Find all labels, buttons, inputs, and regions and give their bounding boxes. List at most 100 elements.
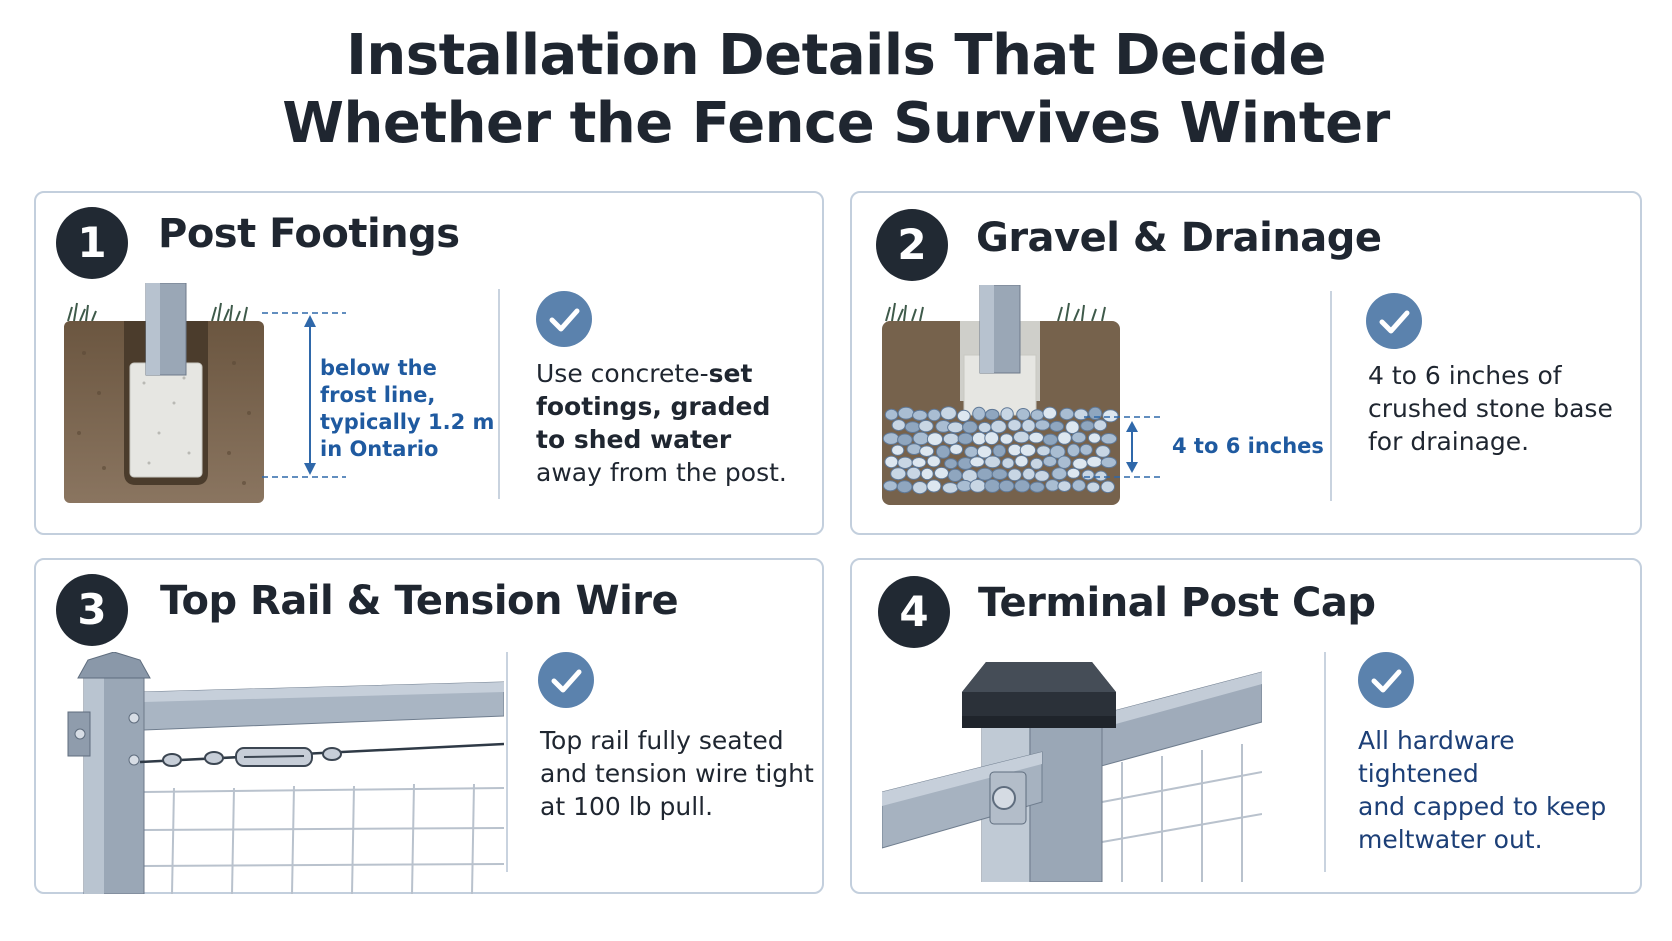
gravel-stone [1079, 443, 1093, 456]
panel-divider [506, 652, 508, 872]
gravel-stone [984, 455, 1001, 469]
desc-text: crushed stone base [1368, 394, 1613, 423]
gravel-stone [912, 481, 928, 495]
gravel-stone [1100, 433, 1118, 445]
gravel-stone [964, 445, 979, 458]
gravel-stone [1071, 431, 1087, 444]
gravel-stone [1059, 407, 1075, 421]
gravel-stone [884, 455, 899, 469]
annotation-line: frost line, [320, 383, 436, 407]
gravel-stone [1049, 444, 1066, 459]
desc-text: meltwater out. [1358, 825, 1543, 854]
gravel-stone [927, 408, 942, 422]
desc-text: and tension wire tight [540, 759, 814, 788]
gravel-stone [1029, 481, 1045, 493]
gravel-stone [1042, 406, 1058, 420]
gravel-stone [882, 480, 898, 492]
title-line-1: Installation Details That Decide [346, 23, 1326, 88]
gravel-stone [1100, 480, 1116, 494]
gravel-stone [976, 445, 993, 459]
step-number-badge: 3 [56, 574, 128, 646]
gravel-stone [1030, 409, 1045, 421]
gravel-stone [1014, 455, 1029, 468]
desc-text: and capped to keep [1358, 792, 1607, 821]
panel-title: Gravel & Drainage [976, 215, 1382, 261]
gravel-stone [1066, 467, 1081, 479]
gravel-stone [897, 433, 913, 446]
gravel-stone [1016, 407, 1031, 421]
gravel-stone [1094, 470, 1108, 482]
gravel-stone [992, 444, 1007, 458]
depth-dimension-arrow [262, 312, 346, 478]
gravel-stone [957, 432, 974, 445]
gravel-stone [912, 431, 930, 446]
desc-text: Top rail fully seated [540, 726, 784, 755]
gravel-stone [971, 431, 987, 446]
gravel-stone [1102, 409, 1119, 423]
gravel-stone [940, 406, 957, 421]
gravel-stone [882, 432, 900, 445]
step-number-badge: 1 [56, 207, 128, 279]
desc-emphasis: footings, graded [536, 392, 771, 421]
gravel-stone [1034, 419, 1051, 431]
gravel-stone [1014, 479, 1031, 493]
gravel-stone [1057, 480, 1072, 493]
gravel-stone [1028, 431, 1044, 444]
gravel-stone [897, 406, 915, 420]
checkmark-icon [1358, 652, 1414, 708]
gravel-stone [934, 466, 949, 480]
gravel-stone [1049, 420, 1065, 432]
gravel-stone [984, 431, 1000, 446]
gravel-stone [962, 420, 978, 434]
panel-divider [1330, 291, 1332, 501]
gravel-stone [1021, 419, 1036, 433]
gravel-stone [1057, 431, 1072, 445]
desc-emphasis: to shed water [536, 425, 732, 454]
gravel-stone [1095, 445, 1111, 458]
gravel-stone [912, 409, 928, 421]
gravel-stone [991, 468, 1008, 480]
gravel-stone [890, 467, 907, 481]
title-line-2: Whether the Fence Survives Winter [282, 91, 1390, 156]
step-number-badge: 4 [878, 576, 950, 648]
gravel-stone [969, 479, 986, 493]
gravel-stone [942, 482, 959, 494]
gravel-stone [985, 408, 1000, 421]
desc-text: 4 to 6 inches of [1368, 361, 1562, 390]
post-footing-illustration [64, 283, 264, 503]
gravel-stone [1019, 443, 1037, 457]
annotation-line: below the [320, 356, 437, 380]
gravel-stone [998, 479, 1015, 493]
gravel-stone [969, 456, 985, 468]
gravel-stone [926, 479, 942, 493]
gravel-stone [1100, 456, 1118, 469]
panel-divider [1324, 652, 1326, 872]
gravel-depth-arrow [1084, 416, 1162, 478]
gravel-stone [1022, 467, 1036, 481]
gravel-stone [1029, 457, 1044, 470]
page-title: Installation Details That Decide Whether… [0, 22, 1672, 158]
gravel-stone [1042, 455, 1058, 468]
panel-description: Use concrete-set footings, graded to she… [536, 357, 787, 489]
gravel-stone [944, 458, 958, 470]
gravel-stone [1007, 443, 1023, 457]
checkmark-icon [538, 652, 594, 708]
gravel-stone [999, 433, 1014, 445]
gravel-depth-annotation: 4 to 6 inches [1172, 434, 1324, 458]
panel-title: Top Rail & Tension Wire [160, 578, 679, 624]
desc-text: away from the post. [536, 458, 787, 487]
desc-text: All hardware tightened [1358, 726, 1515, 788]
gravel-stone [918, 419, 934, 433]
gravel-stone [956, 409, 971, 422]
panel-description: 4 to 6 inches of crushed stone base for … [1368, 359, 1613, 458]
gravel-stone [926, 455, 941, 468]
gravel-stone [1042, 433, 1059, 446]
gravel-stone [1051, 467, 1068, 481]
gravel-stone [906, 466, 922, 480]
desc-emphasis: set [708, 359, 753, 388]
panel-gravel-drainage: 2 Gravel & Drainage 4 to 6 inches 4 to 6… [850, 191, 1642, 535]
gravel-stone [990, 419, 1007, 434]
gravel-stone [949, 443, 964, 456]
gravel-stone [977, 421, 992, 434]
gravel-stone [1086, 481, 1101, 493]
